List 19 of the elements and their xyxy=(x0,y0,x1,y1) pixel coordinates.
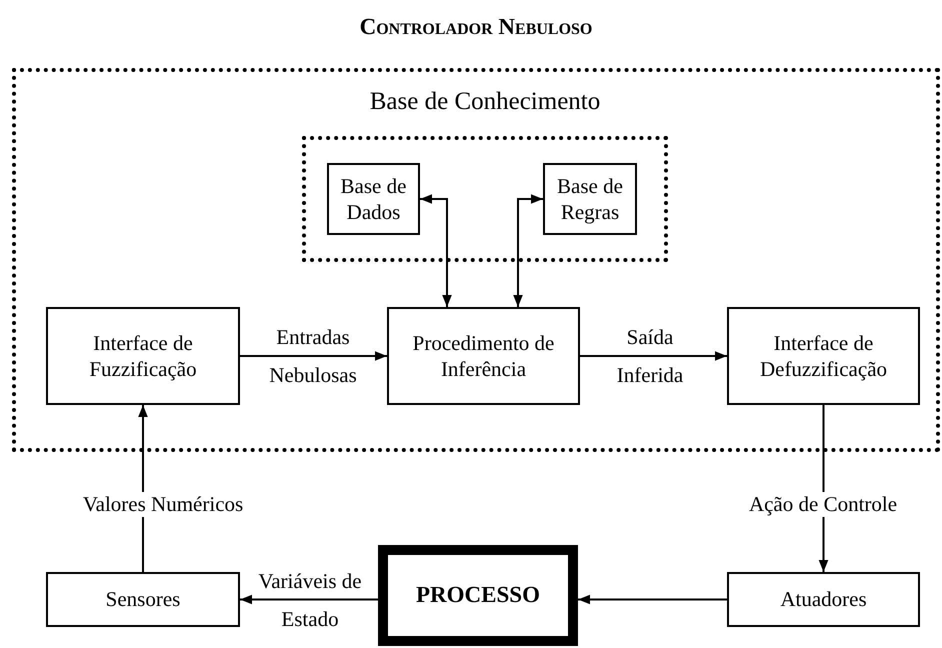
group-title: Controlador Nebuloso xyxy=(358,14,594,40)
arrow xyxy=(420,194,452,307)
process-box: Interface de Fuzzificação xyxy=(46,307,240,405)
group-title: Base de Conhecimento xyxy=(368,88,602,116)
edge-label: Entradas Nebulosas xyxy=(268,324,358,389)
process-box: Sensores xyxy=(46,572,240,627)
edge-label: Variáveis de Estado xyxy=(257,568,363,633)
process-box: Interface de Defuzzificação xyxy=(727,307,920,405)
process-box: Base de Dados xyxy=(327,163,420,235)
arrow xyxy=(578,594,727,604)
arrow xyxy=(240,594,378,604)
process-box: Base de Regras xyxy=(543,163,637,235)
arrow xyxy=(580,351,727,361)
process-box: PROCESSO xyxy=(378,545,578,646)
process-box: Procedimento de Inferência xyxy=(387,307,580,405)
arrow xyxy=(240,351,387,361)
arrow xyxy=(513,194,543,307)
process-box: Atuadores xyxy=(727,572,920,627)
edge-label: Saída Inferida xyxy=(616,324,684,389)
